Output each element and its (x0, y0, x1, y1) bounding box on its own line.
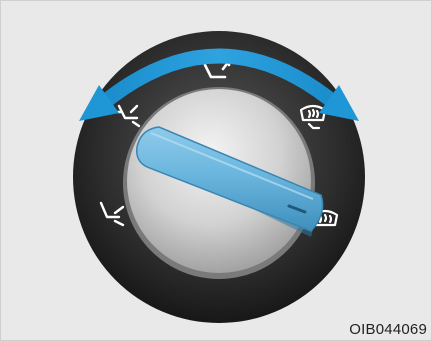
figure-code: OIB044069 (349, 321, 427, 338)
